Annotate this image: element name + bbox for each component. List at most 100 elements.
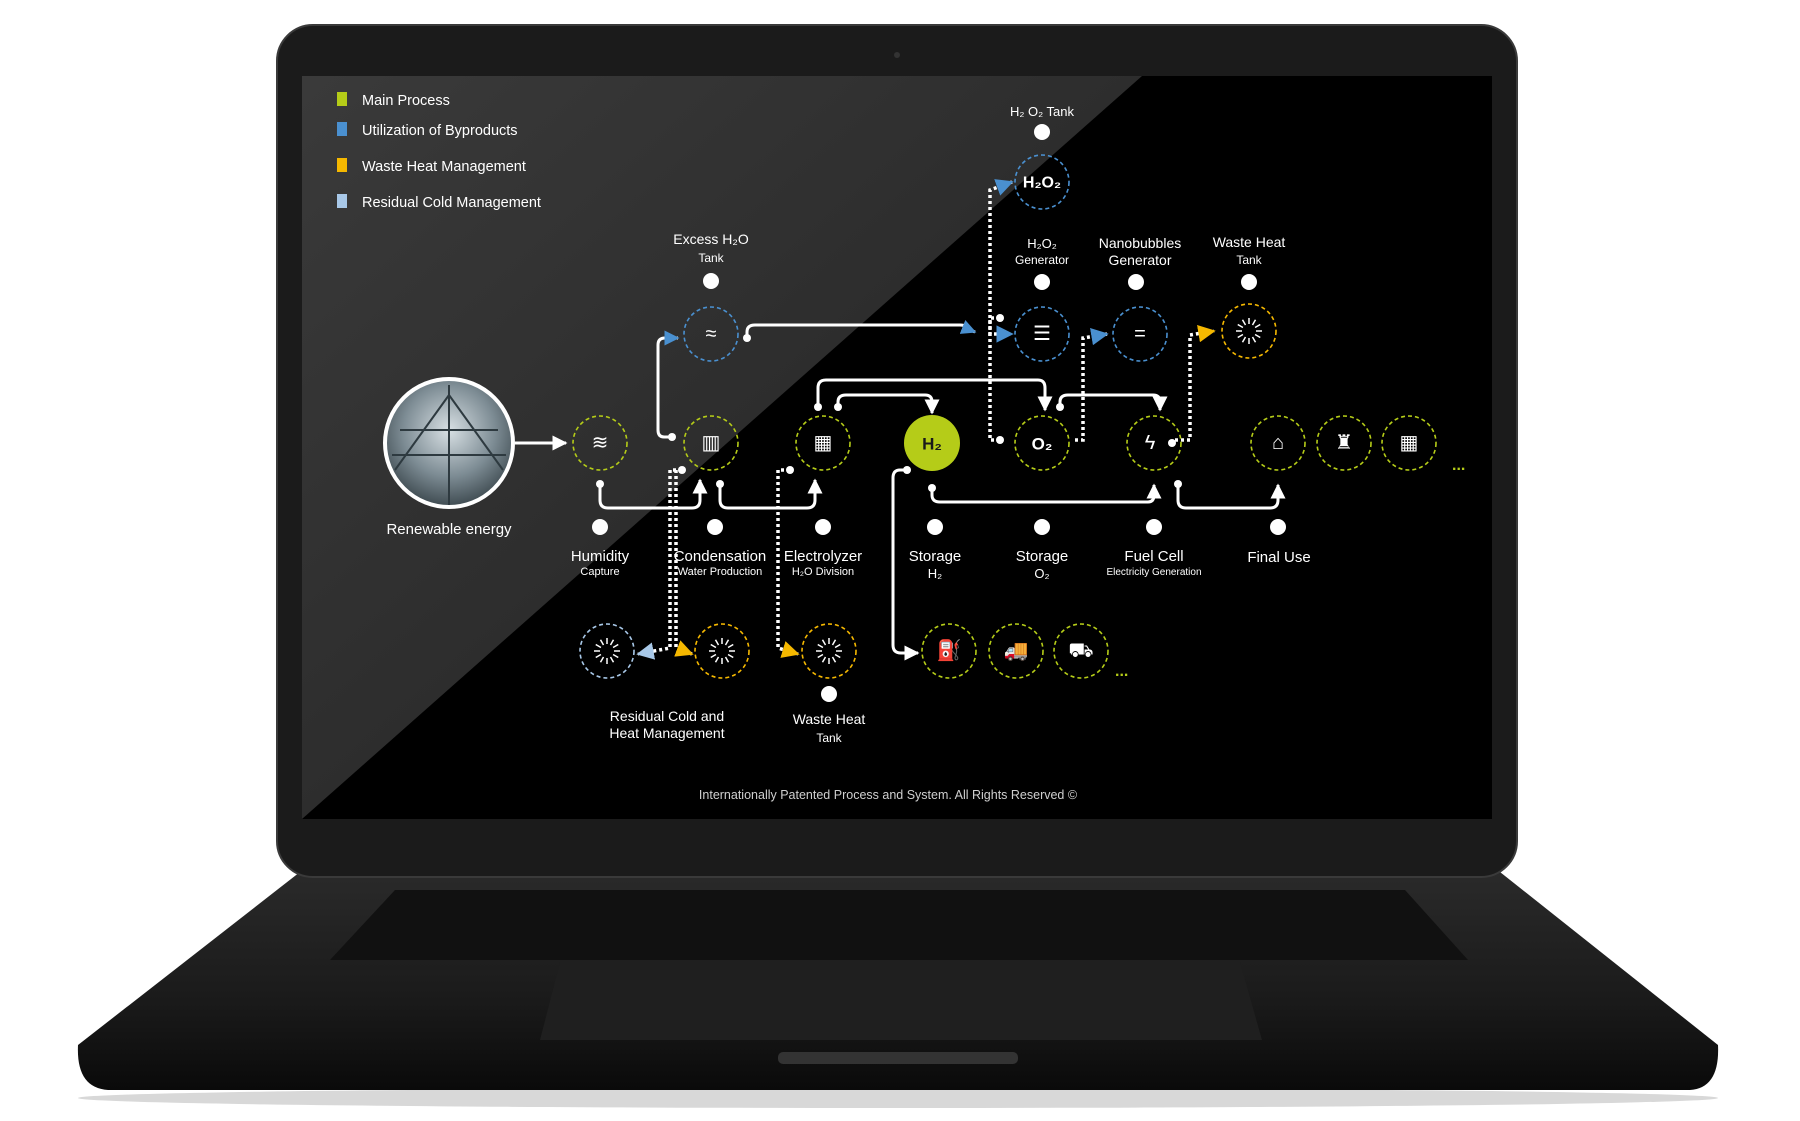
condensation-sub: Water Production [678, 566, 763, 578]
burst-ray [1251, 319, 1257, 326]
node-residual-cold-heat[interactable]: Residual Cold and Heat Management [579, 623, 750, 741]
info-dot[interactable] [1270, 519, 1286, 535]
info-dot[interactable] [1034, 274, 1050, 290]
burst-ray [599, 639, 605, 646]
more-transport: ... [1115, 663, 1128, 680]
electrolyzer-label: Electrolyzer [784, 548, 862, 565]
legend-waste-heat: Waste Heat Management [362, 159, 526, 175]
burst-ray [1237, 323, 1244, 329]
fuel-cell-sub: Electricity Generation [1106, 567, 1201, 578]
legend-main-process: Main Process [362, 93, 450, 109]
burst-ray [1254, 333, 1261, 339]
info-dot[interactable] [592, 519, 608, 535]
info-dot[interactable] [927, 519, 943, 535]
burst-ray [710, 643, 717, 649]
burst-ray [609, 656, 615, 663]
info-dot[interactable] [1128, 274, 1144, 290]
heat-burst-icon [709, 638, 735, 664]
screen [302, 76, 1492, 819]
node-renewable-energy[interactable]: Renewable energy [383, 377, 515, 538]
storage-o2-sub: O₂ [1034, 566, 1049, 581]
node-waste-heat-tank-bottom[interactable]: Waste Heat Tank [793, 623, 866, 745]
electrolyzer-sub: H₂O Division [792, 566, 854, 578]
burst-ray [599, 656, 605, 663]
storage-h2-label: Storage [909, 548, 962, 565]
node-h2o2-tank[interactable]: H₂ O₂ Tank H₂O₂ [1010, 104, 1075, 210]
equals-icon: = [1134, 323, 1146, 345]
burst-ray [834, 643, 841, 649]
residual-label-line2: Heat Management [609, 725, 724, 741]
o2-symbol: O₂ [1032, 435, 1053, 454]
wind-icon: ≋ [592, 432, 609, 454]
node-waste-heat-tank-top[interactable]: Waste Heat Tank [1213, 234, 1286, 359]
legend-byproducts: Utilization of Byproducts [362, 123, 518, 139]
heat-burst-icon [816, 638, 842, 664]
info-dot[interactable] [821, 686, 837, 702]
burst-ray [612, 643, 619, 649]
tanker-icon: ⛟ [1068, 640, 1093, 662]
node-o2[interactable]: O₂ Storage O₂ [1014, 415, 1070, 581]
storage-h2-sub: H₂ [928, 566, 942, 581]
node-excess-h2o-tank[interactable]: Excess H₂O Tank ≈ [673, 231, 749, 362]
transport-uses[interactable]: ⛽ 🚚 ⛟ ... [921, 623, 1128, 680]
info-dot[interactable] [1034, 124, 1050, 140]
footer-copyright: Internationally Patented Process and Sys… [699, 788, 1078, 802]
heat-burst-icon [1236, 318, 1262, 344]
burst-ray [821, 639, 827, 646]
node-humidity[interactable]: ≋ Humidity Capture [571, 415, 630, 578]
truck-icon: 🚚 [1004, 640, 1029, 662]
waste-heat-top-label: Waste Heat [1213, 234, 1286, 250]
h2o2-symbol: H₂O₂ [1023, 175, 1061, 192]
power-tower-icon: ♜ [1335, 432, 1353, 454]
burst-ray [595, 643, 602, 649]
burst-ray [817, 643, 824, 649]
trackpad [540, 962, 1262, 1040]
node-h2[interactable]: H₂ Storage H₂ [904, 415, 961, 581]
burst-ray [714, 639, 720, 646]
info-dot[interactable] [815, 519, 831, 535]
node-condensation[interactable]: ▥ Condensation Water Production [674, 415, 767, 578]
legend-swatch-byproducts [337, 122, 347, 136]
info-dot[interactable] [707, 519, 723, 535]
node-h2o2-generator[interactable]: H₂O₂ Generator ☰ [1014, 236, 1070, 362]
legend-swatch-waste-heat [337, 158, 347, 172]
humidity-label: Humidity [571, 548, 630, 565]
water-waves-icon: ≈ [706, 323, 717, 345]
condensation-label: Condensation [674, 548, 767, 565]
h2-symbol: H₂ [922, 435, 942, 454]
info-dot[interactable] [703, 273, 719, 289]
burst-ray [714, 656, 720, 663]
burst-ray [1237, 333, 1244, 339]
info-dot[interactable] [1146, 519, 1162, 535]
keyboard [330, 890, 1468, 960]
excess-tank-label: Excess H₂O [673, 231, 749, 247]
waste-heat-top-sub: Tank [1236, 253, 1262, 267]
h2o2-gen-label: H₂O₂ [1027, 236, 1057, 251]
lightning-icon: ϟ [1145, 432, 1156, 454]
more-final-uses: ... [1452, 457, 1465, 474]
node-fuel-cell[interactable]: ϟ Fuel Cell Electricity Generation [1106, 415, 1202, 578]
info-dot[interactable] [1241, 274, 1257, 290]
fuel-pump-icon: ⛽ [937, 638, 962, 662]
node-electrolyzer[interactable]: ▦ Electrolyzer H₂O Division [784, 415, 862, 578]
burst-ray [724, 639, 730, 646]
hinge-notch [778, 1052, 1018, 1064]
legend: Main Process Utilization of Byproducts W… [337, 92, 541, 211]
burst-ray [834, 653, 841, 659]
webcam [894, 52, 900, 58]
condenser-icon: ▥ [702, 432, 721, 454]
fuel-cell-label: Fuel Cell [1124, 548, 1183, 565]
node-final-use[interactable]: ⌂ ♜ ▦ ... Final Use [1247, 415, 1465, 566]
burst-ray [831, 656, 837, 663]
burst-ray [1254, 323, 1261, 329]
legend-swatch-residual-cold [337, 194, 347, 208]
node-nanobubbles-generator[interactable]: Nanobubbles Generator = [1099, 235, 1182, 362]
burst-ray [1241, 336, 1247, 343]
burst-ray [724, 656, 730, 663]
burst-ray [831, 639, 837, 646]
connectors [515, 179, 1286, 661]
burst-ray [595, 653, 602, 659]
info-dot[interactable] [1034, 519, 1050, 535]
burst-ray [612, 653, 619, 659]
